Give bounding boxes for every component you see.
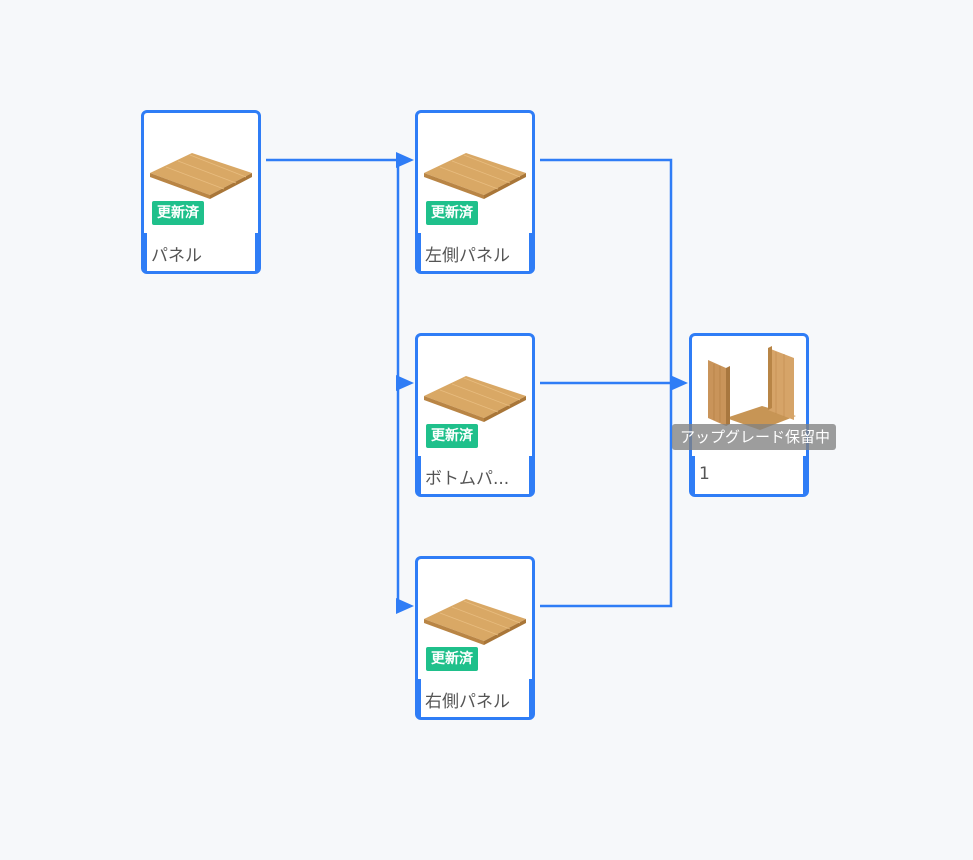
updated-badge: 更新済 — [426, 424, 478, 448]
updated-badge: 更新済 — [152, 201, 204, 225]
node-label: 右側パネル — [425, 692, 510, 712]
flat-wood-panel-icon — [422, 563, 528, 673]
node-label: 左側パネル — [425, 246, 510, 266]
flat-wood-panel-icon — [422, 117, 528, 227]
arrow-to-assembly — [670, 375, 688, 391]
arrow-to-right-panel — [396, 598, 414, 614]
flat-wood-panel-icon — [148, 117, 254, 227]
node-label: パネル — [151, 246, 202, 266]
flat-wood-panel-icon — [422, 340, 528, 450]
node-accent-right — [529, 679, 532, 717]
edge-children-to-assembly — [540, 158, 673, 608]
node-bottom-panel[interactable]: 更新済 ボトムパ... — [415, 333, 535, 497]
node-accent-left — [144, 233, 147, 271]
node-right-panel[interactable]: 更新済 右側パネル — [415, 556, 535, 720]
updated-badge: 更新済 — [426, 647, 478, 671]
node-accent-right — [255, 233, 258, 271]
node-panel[interactable]: 更新済 パネル — [141, 110, 261, 274]
node-label: ボトムパ... — [425, 469, 510, 489]
node-accent-left — [418, 679, 421, 717]
node-accent-left — [692, 456, 695, 494]
upgrade-pending-badge: アップグレード保留中 — [672, 424, 836, 450]
node-accent-left — [418, 233, 421, 271]
node-accent-right — [529, 456, 532, 494]
node-label: 1 — [699, 464, 710, 484]
updated-badge: 更新済 — [426, 201, 478, 225]
edge-panel-to-children — [266, 158, 400, 606]
node-left-panel[interactable]: 更新済 左側パネル — [415, 110, 535, 274]
arrow-to-bottom-panel — [396, 375, 414, 391]
node-accent-left — [418, 456, 421, 494]
node-accent-right — [529, 233, 532, 271]
node-assembly[interactable]: アップグレード保留中 1 — [672, 333, 836, 497]
arrow-to-left-panel — [396, 152, 414, 168]
node-accent-right — [803, 456, 806, 494]
